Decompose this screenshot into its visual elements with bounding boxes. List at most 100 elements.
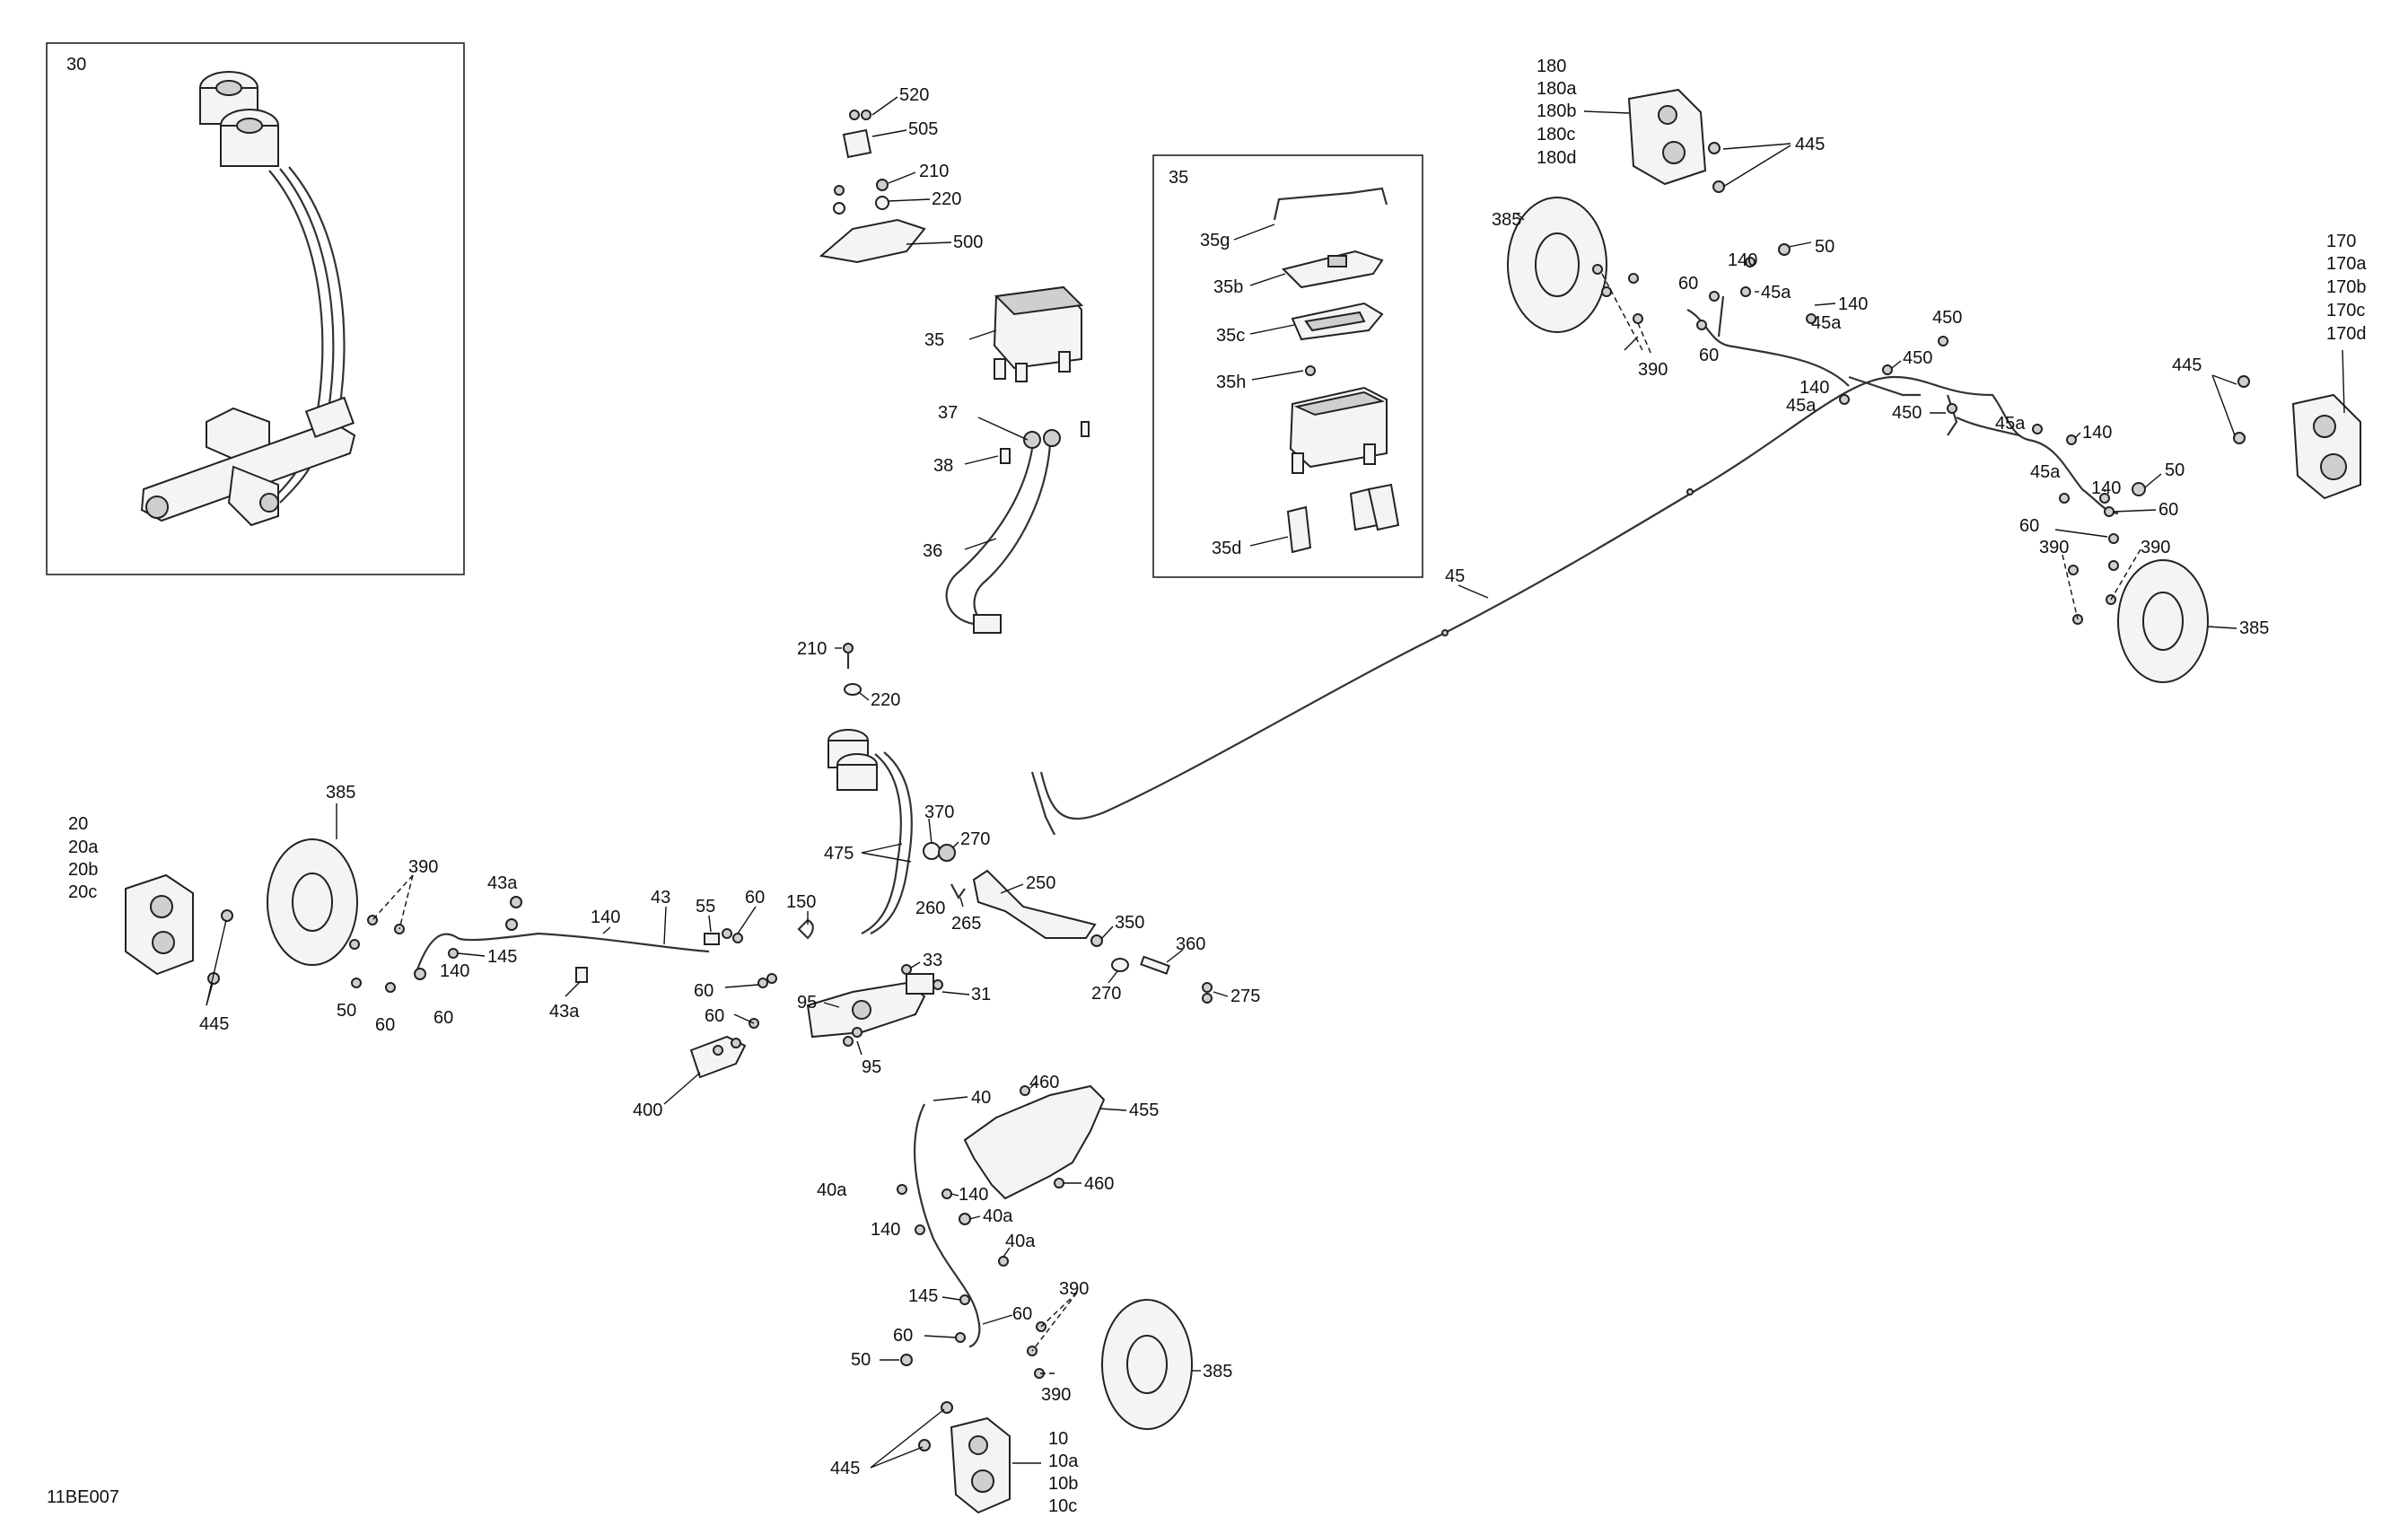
inset-35-abs-exploded: 35 35g 35b 35c 35h 35d (1152, 154, 1423, 578)
callout-60-a: 60 (1678, 274, 1698, 294)
callout-20c: 20c (68, 882, 97, 902)
callout-385-left-front: 385 (326, 783, 355, 802)
callout-370: 370 (924, 802, 954, 822)
caliper-20-group: 20 20a 20b 20c 445 385 390 (68, 783, 438, 1034)
callout-445-rear-top: 445 (1795, 135, 1825, 154)
callout-45a-4: 45a (1995, 414, 2026, 434)
disc-385-right-top: 385 390 (1492, 197, 1668, 380)
callout-140-d: 140 (2082, 423, 2112, 443)
caliper-170-group: 170 170a 170b 170c 170d 445 (2172, 232, 2367, 500)
brake-line-45: 45 (1030, 295, 2119, 836)
callout-35d: 35d (1212, 539, 1241, 558)
callout-170a: 170a (2326, 254, 2367, 274)
callout-385-right-top: 385 (1492, 210, 1521, 230)
callout-350: 350 (1115, 913, 1144, 933)
callout-60-b: 60 (1699, 346, 1719, 365)
callout-10: 10 (1048, 1429, 1068, 1449)
right-rear-fittings: 45a 140 45a 140 50 60 60 390 390 385 (1995, 414, 2269, 683)
master-cylinder-31-drawing (749, 964, 943, 1047)
callout-43: 43 (651, 888, 670, 908)
callout-45: 45 (1445, 566, 1465, 586)
callout-35h: 35h (1216, 373, 1246, 392)
callout-60-j: 60 (893, 1326, 913, 1346)
callout-50-b: 50 (2165, 460, 2185, 480)
callout-31: 31 (971, 985, 991, 1004)
callout-460-bottom: 460 (1084, 1174, 1114, 1194)
callout-35c: 35c (1216, 326, 1245, 346)
callout-140-i: 140 (871, 1220, 900, 1240)
callout-145-b: 145 (908, 1286, 938, 1306)
callout-43a-bottom: 43a (549, 1002, 580, 1022)
callout-505: 505 (908, 119, 938, 139)
bracket-400-drawing (689, 1035, 747, 1079)
callout-35g: 35g (1200, 231, 1230, 250)
callout-390-front-right-a: 390 (1059, 1279, 1089, 1299)
callout-450-a: 450 (1932, 308, 1962, 328)
callout-37: 37 (938, 403, 958, 423)
callout-60-i: 60 (705, 1006, 724, 1026)
callout-95-b: 95 (862, 1057, 881, 1077)
callout-35b: 35b (1213, 277, 1243, 297)
inset-35-drawing (1273, 187, 1400, 554)
callout-140-f: 140 (591, 908, 620, 927)
callout-180b: 180b (1537, 101, 1577, 121)
callout-45a-2: 45a (1811, 313, 1842, 333)
callout-260: 260 (915, 899, 945, 918)
callout-60-f: 60 (375, 1015, 395, 1035)
callout-20a: 20a (68, 838, 99, 857)
callout-140-b: 140 (1838, 294, 1868, 314)
pedal-fasteners-group: 350 270 360 275 (1090, 913, 1260, 1006)
center-reservoir-drawing (827, 729, 913, 934)
caliper-20-drawing (125, 873, 233, 985)
callout-210-top: 210 (919, 162, 949, 181)
callout-33: 33 (923, 951, 942, 970)
callout-390-left-front: 390 (408, 857, 438, 877)
callout-475: 475 (824, 844, 854, 864)
callout-445-front-right: 445 (830, 1459, 860, 1478)
callout-460-top: 460 (1029, 1073, 1059, 1092)
heat-shield-drawing (963, 1084, 1106, 1200)
callout-180d: 180d (1537, 148, 1577, 168)
callout-50-a: 50 (1815, 237, 1834, 257)
callout-400: 400 (633, 1101, 662, 1120)
callout-60-c: 60 (2158, 500, 2178, 520)
callout-390-front-right-b: 390 (1041, 1385, 1071, 1405)
callout-140-c: 140 (1799, 378, 1829, 398)
callout-20b: 20b (68, 860, 98, 880)
callout-95-a: 95 (797, 993, 817, 1013)
callout-455: 455 (1129, 1101, 1159, 1120)
callout-210-center: 210 (797, 639, 827, 659)
callout-180: 180 (1537, 57, 1566, 76)
callout-390-rear-right-a: 390 (2039, 538, 2069, 557)
callout-220-center: 220 (871, 690, 900, 710)
center-fasteners-210-220: 210 220 (797, 639, 900, 710)
callout-10c: 10c (1048, 1496, 1077, 1516)
caliper-180-drawing (1627, 88, 1725, 193)
callout-270-b: 270 (1091, 984, 1121, 1004)
callout-60-k: 60 (1012, 1304, 1032, 1324)
callout-520: 520 (899, 85, 929, 105)
callout-40a-3: 40a (1005, 1232, 1036, 1251)
callout-45a-1: 45a (1761, 283, 1791, 303)
callout-35: 35 (924, 330, 944, 350)
callout-385-rear-right: 385 (2239, 618, 2269, 638)
callout-270-a: 270 (960, 829, 990, 849)
callout-500: 500 (953, 232, 983, 252)
callout-140-e: 140 (2091, 478, 2121, 498)
callout-360: 360 (1176, 934, 1205, 954)
callout-390-rear-right-b: 390 (2141, 538, 2170, 557)
callout-40a-1: 40a (817, 1180, 847, 1200)
bracket-500-group: 520 505 210 220 500 (819, 85, 983, 264)
abs-module-drawing (993, 285, 1084, 382)
callout-36: 36 (923, 541, 942, 561)
callout-170d: 170d (2326, 324, 2367, 344)
callout-250: 250 (1026, 873, 1055, 893)
callout-265: 265 (951, 914, 981, 934)
master-cylinder-drawing (140, 71, 356, 527)
abs-module-group: 35 37 38 36 (923, 285, 1090, 634)
brake-line-40-group: 40 40a 140 40a 140 40a 145 60 60 50 (817, 1088, 1036, 1370)
callout-390-right-top: 390 (1638, 360, 1668, 380)
callout-220-top: 220 (932, 189, 961, 209)
inset-35-frame (1152, 154, 1423, 578)
